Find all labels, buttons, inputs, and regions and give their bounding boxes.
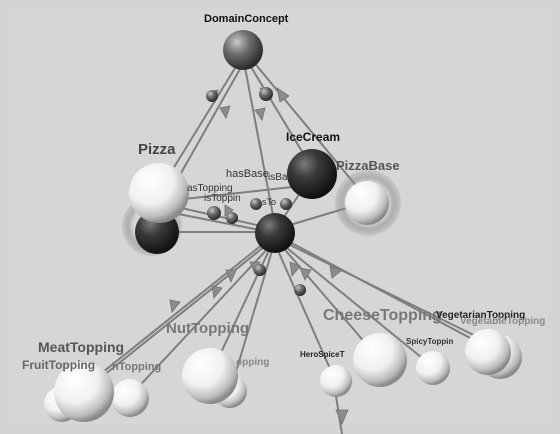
arrowhead <box>211 285 223 299</box>
node-cheesetopping[interactable] <box>353 333 407 387</box>
arrowhead <box>335 409 349 426</box>
label-pizza: Pizza <box>138 141 176 158</box>
node-icecream[interactable] <box>287 149 337 199</box>
arrowhead <box>225 269 237 284</box>
edge-pizza-icecream <box>174 184 311 201</box>
label-fruittopping: FruitTopping <box>22 358 95 372</box>
edge-bead <box>250 198 262 210</box>
edge-bead <box>294 284 306 296</box>
label-vegetariantopping: VegetarianTopping <box>436 310 525 321</box>
node-pizzabase[interactable] <box>345 181 389 225</box>
label-isbase: isBa <box>268 172 288 183</box>
arrowhead <box>329 265 343 279</box>
edge-hub-meattopping <box>77 239 269 393</box>
edge-bead <box>206 90 218 102</box>
edge-bead <box>280 198 292 210</box>
edge-hub-spicytopping <box>281 243 433 367</box>
label-cheesetopping: CheeseTopping <box>323 307 442 324</box>
edge-icecream-domainconcept <box>247 61 313 169</box>
connector-beads <box>206 87 306 296</box>
arrowhead <box>289 261 301 277</box>
arrowhead <box>254 107 266 121</box>
node-fishtopping[interactable] <box>111 379 149 417</box>
label-istoppingof: isToppin <box>204 193 241 204</box>
label-icecream: IceCream <box>286 130 340 144</box>
label-spicytopping: SpicyToppin <box>406 337 454 346</box>
labels: DomainConcept Pizza IceCream PizzaBase h… <box>22 13 545 373</box>
label-hasbase: hasBase <box>226 168 269 180</box>
edge-hub-vegetabletopping <box>285 239 505 357</box>
edge-hub-vegetariantopping <box>283 241 493 345</box>
node-hub[interactable] <box>255 213 295 253</box>
label-nuttopping-side: opping <box>236 357 269 368</box>
node-vegetariantopping[interactable] <box>465 329 511 375</box>
edge-bead <box>207 206 221 220</box>
nodes <box>44 30 522 422</box>
arrowhead <box>219 105 231 119</box>
arrowhead <box>169 299 181 313</box>
edge-bead <box>259 87 273 101</box>
node-domainconcept[interactable] <box>223 30 263 70</box>
node-spicytopping[interactable] <box>416 351 450 385</box>
label-herospicetopping: HeroSpiceT <box>300 350 345 359</box>
node-pizza[interactable] <box>129 163 189 223</box>
label-pizzabase: PizzaBase <box>336 158 400 173</box>
edge-hub-nuttopping-2 <box>229 243 275 393</box>
edge-hub-herospice <box>275 245 336 381</box>
edge-bead <box>254 264 266 276</box>
arrowhead <box>299 267 312 281</box>
node-herospicetopping[interactable] <box>320 365 352 397</box>
edge-hub-domainconcept <box>243 61 276 227</box>
label-istoppingof-2: sTo <box>262 197 276 207</box>
label-nuttopping: NutTopping <box>166 320 249 337</box>
edge-hub-meattopping-2 <box>87 241 271 389</box>
arrowhead <box>276 87 290 103</box>
label-meattopping: MeatTopping <box>38 339 124 355</box>
label-vegetabletopping: VegetableTopping <box>460 316 545 327</box>
edge-bead <box>226 212 238 224</box>
edge-hub-fishtopping <box>129 243 273 397</box>
label-hastopping: asTopping <box>187 183 233 194</box>
node-nuttopping[interactable] <box>182 348 238 404</box>
label-fishtopping: hTopping <box>112 361 161 373</box>
node-meattopping[interactable] <box>54 362 114 422</box>
label-domainconcept: DomainConcept <box>204 13 289 25</box>
edge-pizza-hub-2 <box>167 211 271 233</box>
